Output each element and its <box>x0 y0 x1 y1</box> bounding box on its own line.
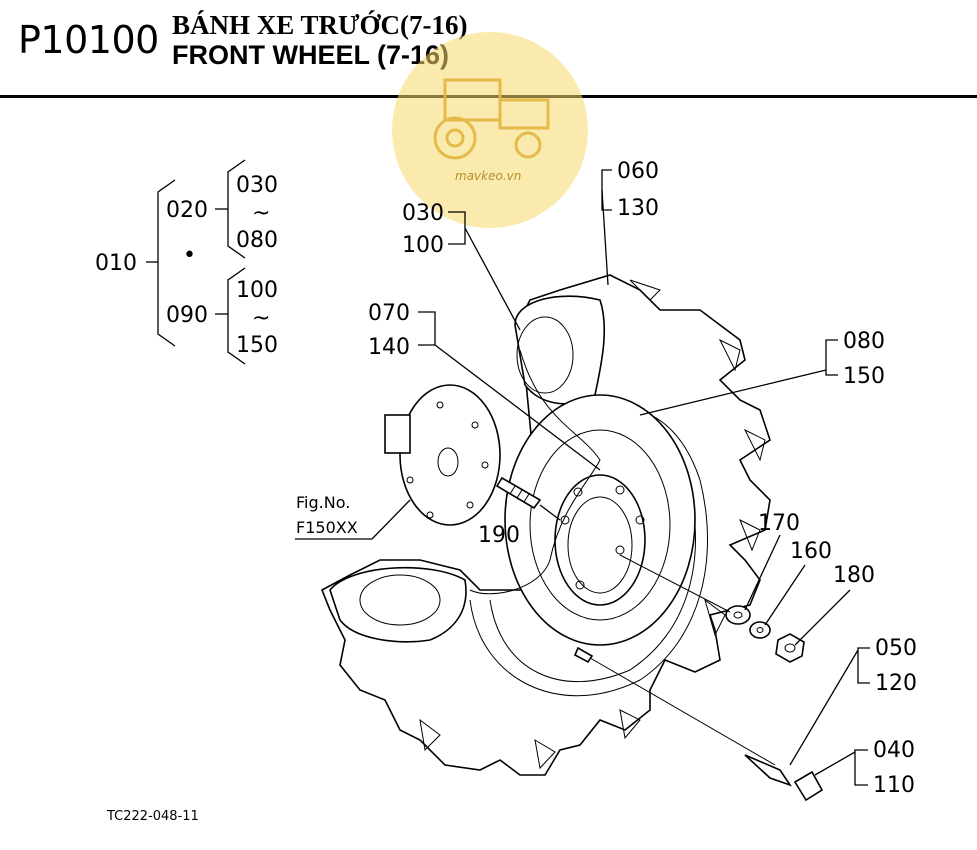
callout-100: 100 <box>402 233 444 258</box>
hub-flange <box>384 384 501 526</box>
callout-050: 050 <box>875 636 917 661</box>
assembly-tree: 010 • 020 030 ~ 080 090 100 ~ 150 <box>95 159 278 365</box>
watermark-circle <box>392 32 588 228</box>
tree-group1-to: 080 <box>236 228 278 253</box>
tree-group2-to: 150 <box>236 333 278 358</box>
callout-130: 130 <box>617 196 659 221</box>
callout-030: 030 <box>402 201 444 226</box>
callout-070: 070 <box>368 301 410 326</box>
valve-cap <box>793 770 824 802</box>
tree-group2-tilde: ~ <box>252 306 270 331</box>
callout-120: 120 <box>875 671 917 696</box>
washer-170 <box>725 605 751 625</box>
tree-group1-from: 030 <box>236 173 278 198</box>
callout-190: 190 <box>478 523 520 548</box>
diagram-code: P10100 <box>18 18 159 62</box>
nut-180 <box>775 633 805 663</box>
tree-dot: • <box>183 243 196 268</box>
callout-140: 140 <box>368 335 410 360</box>
title-vietnamese: BÁNH XE TRƯỚC(7-16) <box>172 10 468 40</box>
callout-110: 110 <box>873 773 915 798</box>
washer-160 <box>749 621 771 639</box>
stud-bolt <box>495 476 542 510</box>
tree-group2-code: 090 <box>166 303 208 328</box>
callout-160: 160 <box>790 539 832 564</box>
callout-040: 040 <box>873 738 915 763</box>
callout-150: 150 <box>843 364 885 389</box>
valve-stem <box>573 646 792 787</box>
rim <box>469 349 696 646</box>
callout-labels: 060 130 030 100 070 140 080 150 190 170 … <box>368 159 917 798</box>
tree-group1-tilde: ~ <box>252 201 270 226</box>
figure-reference: Fig.No. F150XX <box>296 493 358 537</box>
callout-180: 180 <box>833 563 875 588</box>
leader-lines <box>295 169 870 786</box>
tractor-icon <box>433 78 550 160</box>
title-english: FRONT WHEEL (7-16) <box>172 40 450 70</box>
callout-080: 080 <box>843 329 885 354</box>
figref-line1: Fig.No. <box>296 493 350 512</box>
tree-group1-code: 020 <box>166 198 208 223</box>
tree-group2-from: 100 <box>236 278 278 303</box>
drawing-number: TC222-048-11 <box>106 809 199 824</box>
watermark: mavkeo.vn <box>392 32 588 228</box>
tree-root-code: 010 <box>95 251 137 276</box>
callout-060: 060 <box>617 159 659 184</box>
callout-170: 170 <box>758 511 800 536</box>
watermark-text: mavkeo.vn <box>455 169 521 183</box>
figref-line2: F150XX <box>296 518 358 537</box>
